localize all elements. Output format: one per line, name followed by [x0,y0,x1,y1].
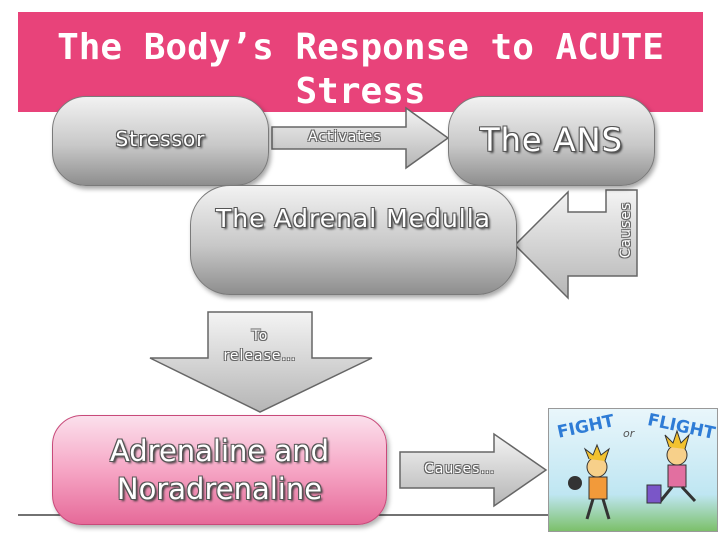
stressor-label: Stressor [115,127,206,151]
to-release-label: To release… [223,328,297,364]
hormones-label: Adrenaline and Noradrenaline [109,434,330,506]
ans-label: The ANS [480,121,623,159]
hormones-box: Adrenaline and Noradrenaline [52,415,387,525]
fight-or-flight-image: FIGHT or FLIGHT [548,408,718,532]
causes-vertical-label: Causes [618,201,634,259]
activates-label: Activates [308,129,382,145]
title-banner: The Body’s Response to ACUTE Stress [18,12,703,112]
ans-box: The ANS [448,96,655,186]
causes-final-label: Causes… [424,461,496,477]
release-arrow [149,311,373,413]
adrenal-medulla-box: The Adrenal Medulla [190,185,517,295]
or-text: or [623,427,635,440]
adrenal-medulla-label: The Adrenal Medulla [215,204,492,233]
stressor-box: Stressor [52,96,269,186]
causes-arrow [513,189,638,300]
page-title: The Body’s Response to ACUTE Stress [57,27,664,112]
causes-final-arrow [399,432,548,508]
activates-arrow [271,106,450,170]
cartoon-figures [568,429,697,520]
